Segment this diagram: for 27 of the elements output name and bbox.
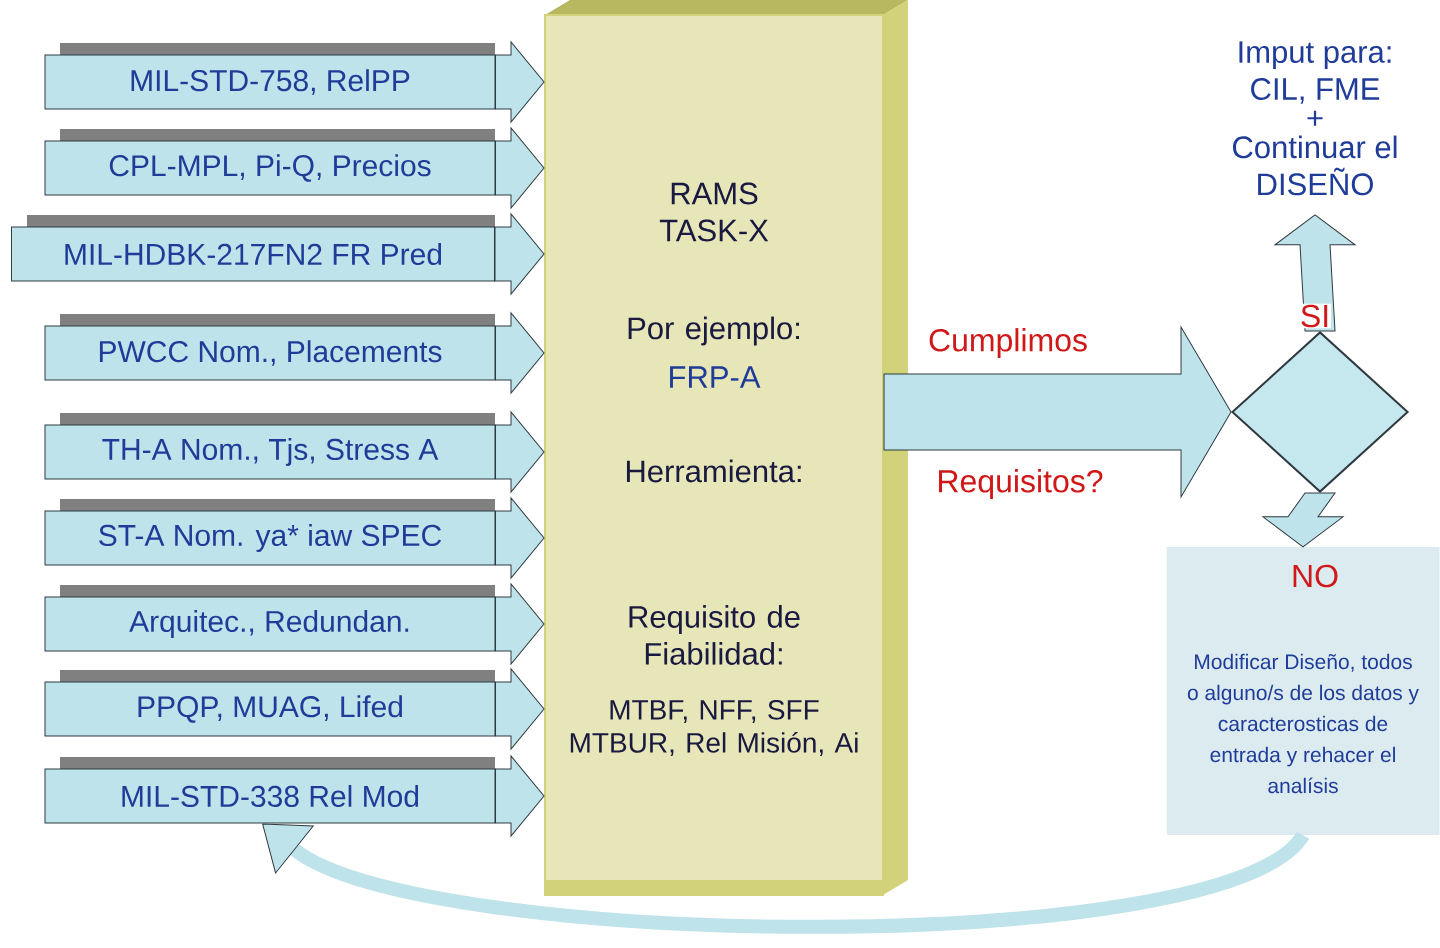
block-arrow (495, 41, 545, 123)
block-arrow (495, 312, 545, 394)
block-arrow (495, 497, 545, 579)
arrow-body: MIL-STD-338 Rel Mod (44, 757, 496, 824)
block-arrow (495, 668, 545, 750)
task-box: RAMS TASK-X Por ejemplo: FRP-A Herramienta: Requisito de Fiabilidad: MTBF, NFF, SFF MTBUR, Rel Misión, Ai (544, 0, 908, 896)
block-arrow (494, 213, 545, 295)
block-arrow (262, 823, 1308, 934)
arrow-body: PPQP, MUAG, Lifed (44, 670, 496, 737)
block-arrow (883, 326, 1232, 498)
arrow-body: ST-A Nom. ya* iaw SPEC (44, 499, 496, 566)
block-arrow (495, 583, 545, 665)
arrow-body: CPL-MPL, Pi-Q, Precios (44, 129, 496, 196)
arrow-body: TH-A Nom., Tjs, Stress A (44, 413, 496, 480)
block-arrow (495, 127, 545, 209)
arrow-body: MIL-HDBK-217FN2 FR Pred (11, 215, 495, 282)
edge-label: NO (1290, 563, 1340, 589)
edge-label: SI (1298, 303, 1332, 329)
block-arrow (495, 411, 545, 493)
question-text: Requisitos? (939, 469, 1103, 499)
edge-label: Cumplimos (927, 327, 1090, 359)
arrow-body: MIL-STD-758, RelPP (44, 43, 496, 110)
arrow-body: PWCC Nom., Placements (44, 314, 496, 381)
block-arrow (1262, 492, 1344, 548)
block-arrow (495, 755, 545, 837)
output-text: Imput para: CIL, FME + Continuar el DISEÑO (1233, 41, 1397, 196)
arrow-body: Arquitec., Redundan. (44, 585, 496, 652)
